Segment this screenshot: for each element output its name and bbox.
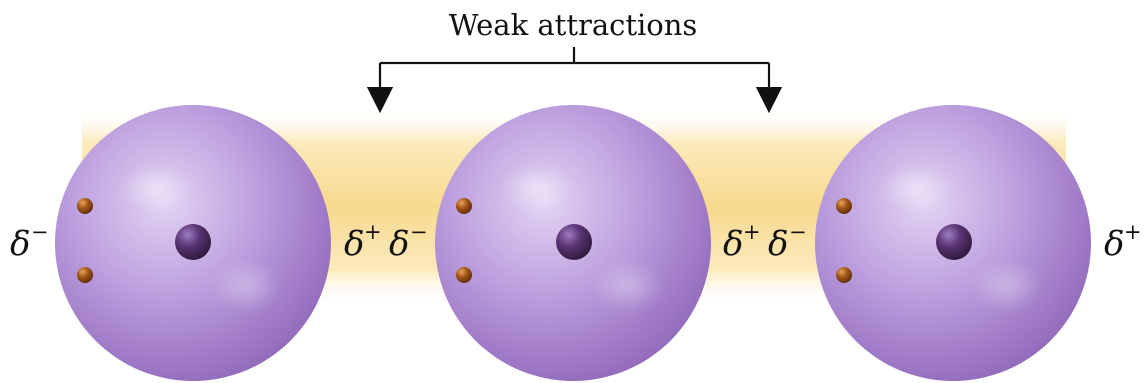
charge-label-2-sign: + bbox=[364, 220, 382, 244]
weak-attractions-title: Weak attractions bbox=[449, 8, 698, 42]
atom-1-electron-lower bbox=[77, 267, 93, 283]
atom-2-nucleus bbox=[556, 224, 592, 260]
atom-1-highlight-upper bbox=[122, 164, 190, 212]
weak-attractions-bracket bbox=[380, 47, 769, 100]
atom-1 bbox=[55, 105, 331, 381]
atom-2-highlight-lower bbox=[592, 259, 664, 313]
charge-label-4-symbol: δ bbox=[723, 224, 743, 264]
charge-label-6-sign: + bbox=[1124, 220, 1142, 244]
charge-label-3-symbol: δ bbox=[389, 224, 409, 264]
atom-2-highlight-upper bbox=[503, 164, 571, 212]
atom-2-electron-upper bbox=[456, 198, 472, 214]
charge-label-1: δ − bbox=[10, 220, 49, 264]
charge-label-5-symbol: δ bbox=[768, 224, 788, 264]
atom-1-nucleus bbox=[175, 224, 211, 260]
charge-label-1-sign: − bbox=[31, 220, 49, 244]
charge-label-5-sign: − bbox=[789, 220, 807, 244]
atom-2-electron-lower bbox=[456, 267, 472, 283]
atom-1-highlight-lower bbox=[210, 259, 282, 313]
charge-label-6-symbol: δ bbox=[1104, 224, 1124, 264]
charge-label-1-symbol: δ bbox=[10, 224, 30, 264]
atom-3-nucleus bbox=[936, 224, 972, 260]
charge-label-3-sign: − bbox=[410, 220, 428, 244]
atom-3-highlight-lower bbox=[971, 259, 1043, 313]
charge-label-6: δ + bbox=[1104, 220, 1142, 264]
atom-3-highlight-upper bbox=[882, 164, 950, 212]
atom-1-electron-upper bbox=[77, 198, 93, 214]
charge-label-4-sign: + bbox=[743, 220, 761, 244]
charge-label-2-symbol: δ bbox=[344, 224, 364, 264]
weak-attractions-label: Weak attractions bbox=[449, 8, 698, 42]
atom-3-electron-upper bbox=[836, 198, 852, 214]
atom-3 bbox=[815, 105, 1091, 381]
atom-2 bbox=[435, 105, 711, 381]
atom-3-electron-lower bbox=[836, 267, 852, 283]
